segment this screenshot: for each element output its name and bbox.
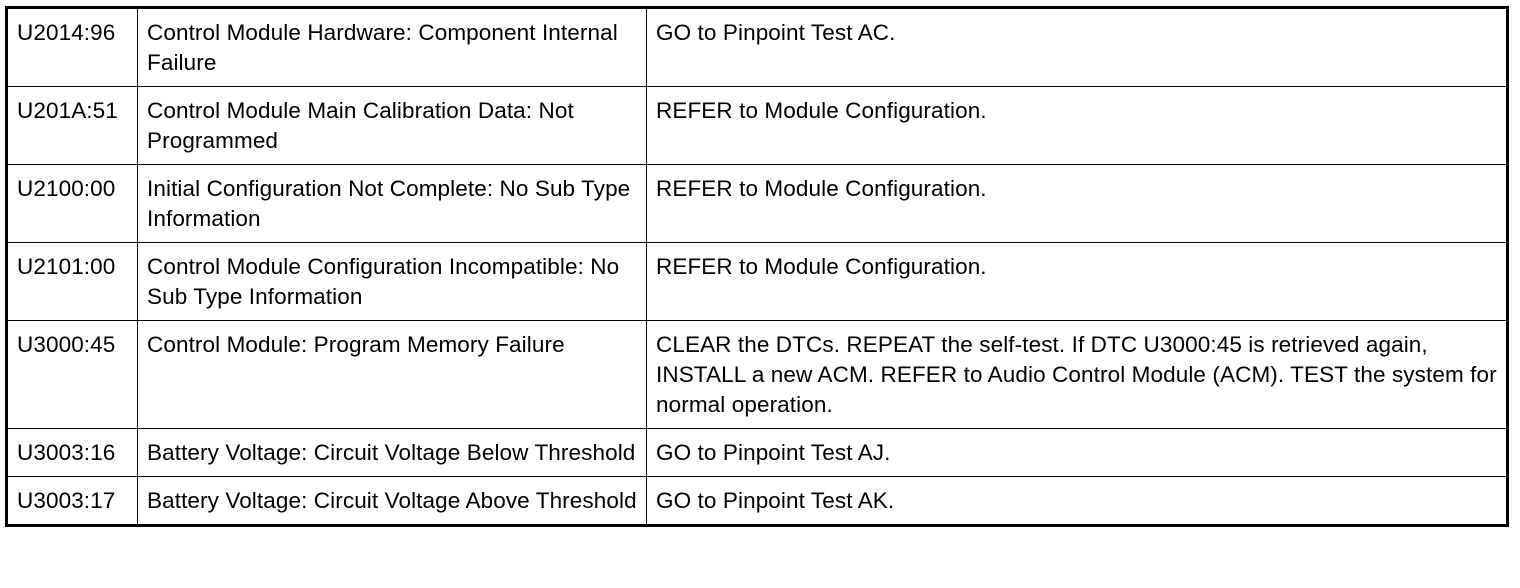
dtc-description: Control Module: Program Memory Failure [137,320,647,429]
dtc-action: REFER to Module Configuration. [646,164,1508,243]
dtc-code: U3003:16 [6,428,138,477]
dtc-action: GO to Pinpoint Test AC. [646,7,1508,87]
dtc-description: Control Module Hardware: Component Inter… [137,7,647,87]
dtc-code: U3003:17 [6,476,138,526]
dtc-table-body: U2014:96 Control Module Hardware: Compon… [6,7,1508,526]
dtc-description: Control Module Main Calibration Data: No… [137,86,647,165]
table-row: U3000:45 Control Module: Program Memory … [6,320,1508,429]
table-row: U3003:16 Battery Voltage: Circuit Voltag… [6,428,1508,477]
table-row: U3003:17 Battery Voltage: Circuit Voltag… [6,476,1508,526]
dtc-code: U2100:00 [6,164,138,243]
dtc-action: GO to Pinpoint Test AK. [646,476,1508,526]
table-row: U201A:51 Control Module Main Calibration… [6,86,1508,165]
dtc-description: Initial Configuration Not Complete: No S… [137,164,647,243]
table-row: U2100:00 Initial Configuration Not Compl… [6,164,1508,243]
dtc-description: Battery Voltage: Circuit Voltage Below T… [137,428,647,477]
dtc-action: REFER to Module Configuration. [646,86,1508,165]
dtc-code: U2101:00 [6,242,138,321]
dtc-action: CLEAR the DTCs. REPEAT the self-test. If… [646,320,1508,429]
dtc-code: U201A:51 [6,86,138,165]
dtc-description: Control Module Configuration Incompatibl… [137,242,647,321]
dtc-code: U2014:96 [6,7,138,87]
dtc-table: U2014:96 Control Module Hardware: Compon… [5,6,1509,527]
table-row: U2101:00 Control Module Configuration In… [6,242,1508,321]
table-row: U2014:96 Control Module Hardware: Compon… [6,7,1508,87]
dtc-description: Battery Voltage: Circuit Voltage Above T… [137,476,647,526]
dtc-action: GO to Pinpoint Test AJ. [646,428,1508,477]
dtc-action: REFER to Module Configuration. [646,242,1508,321]
dtc-code: U3000:45 [6,320,138,429]
